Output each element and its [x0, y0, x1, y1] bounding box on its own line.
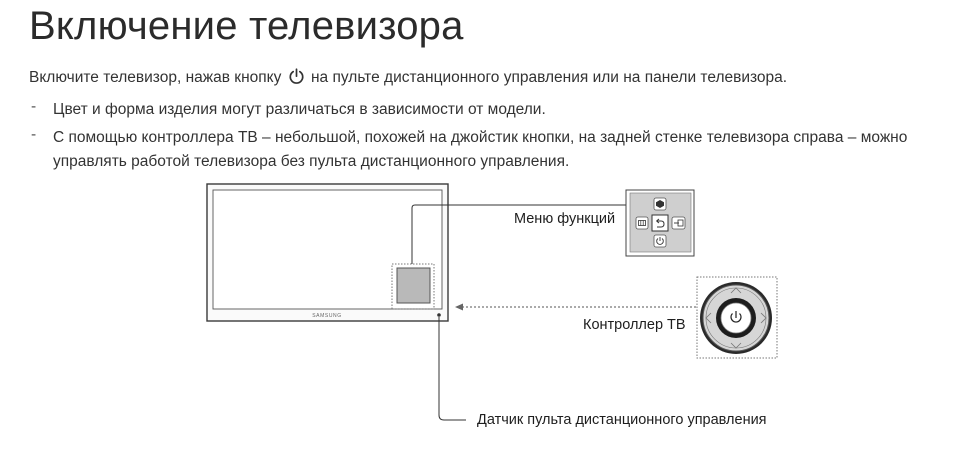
tv-illustration: SAMSUNG: [206, 183, 449, 322]
function-menu-leader-line: [411, 204, 627, 264]
return-icon: [651, 214, 669, 232]
power-icon: [288, 68, 305, 90]
source-icon: [671, 216, 686, 230]
tv-brand-logo: SAMSUNG: [312, 313, 341, 319]
power-icon: [653, 234, 667, 248]
note-text: С помощью контроллера ТВ – небольшой, по…: [53, 129, 908, 170]
intro-paragraph: Включите телевизор, нажав кнопку на пуль…: [29, 68, 787, 90]
note-text: Цвет и форма изделия могут различаться в…: [53, 101, 546, 118]
tv-controller-arrow: [455, 303, 697, 311]
note-bullet: -: [31, 126, 37, 143]
remote-sensor-leader-line: [438, 317, 466, 421]
page-title: Включение телевизора: [29, 4, 464, 48]
note-bullet: -: [31, 98, 37, 115]
function-menu-panel: [625, 189, 695, 257]
remote-sensor-label: Датчик пульта дистанционного управления: [477, 412, 767, 428]
intro-text-before: Включите телевизор, нажав кнопку: [29, 69, 282, 86]
tv-controller-dial: [696, 276, 778, 359]
settings-icon: [653, 197, 667, 211]
tv-controller-label: Контроллер ТВ: [583, 317, 686, 333]
remote-sensor-dot: [437, 313, 441, 317]
menu-icon: [635, 216, 649, 230]
intro-text-after: на пульте дистанционного управления или …: [310, 69, 788, 86]
power-icon: [730, 311, 742, 323]
function-menu-label: Меню функций: [514, 211, 616, 227]
